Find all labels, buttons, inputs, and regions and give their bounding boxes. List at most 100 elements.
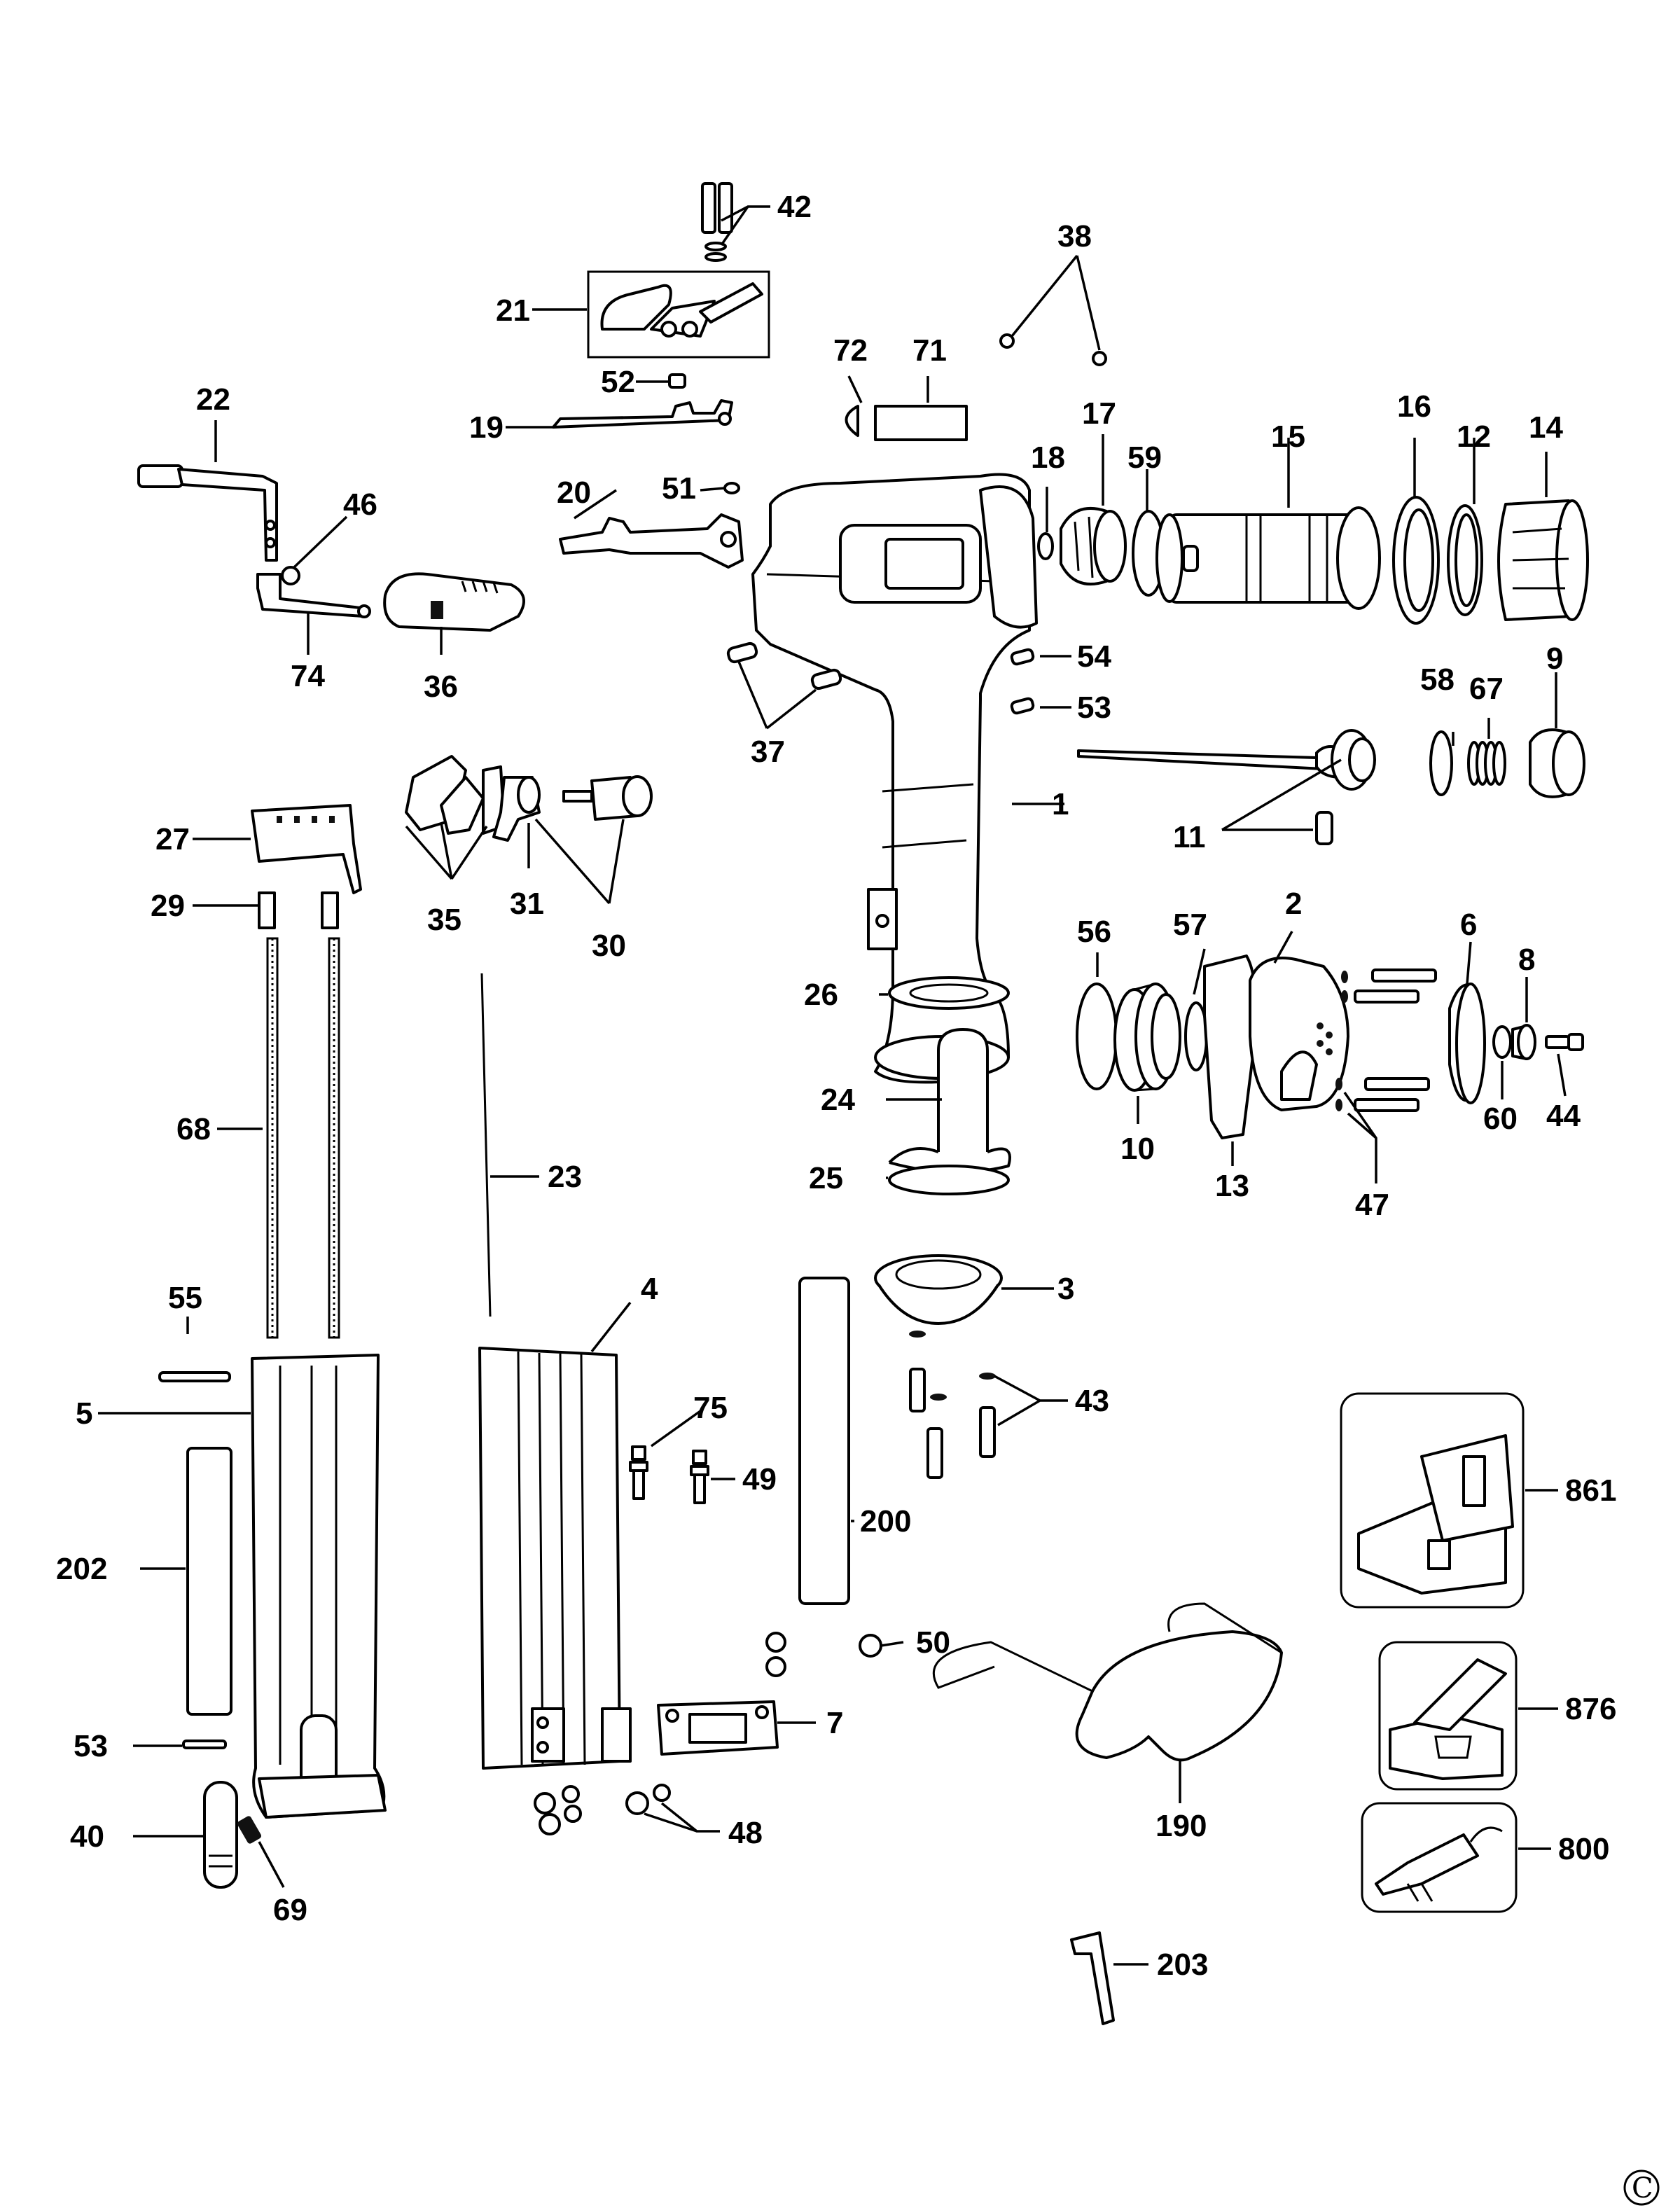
label-6: 6 [1460, 908, 1477, 942]
part-38-drawing-b [1092, 351, 1107, 366]
label-9: 9 [1546, 641, 1563, 676]
label-200: 200 [860, 1504, 911, 1539]
part-49-drawing [690, 1450, 709, 1504]
label-51: 51 [662, 471, 696, 506]
part-29-drawing-b [321, 891, 339, 929]
label-30: 30 [592, 929, 626, 963]
part-7-drawing [657, 1700, 779, 1756]
label-11: 11 [1173, 820, 1206, 854]
label-20: 20 [557, 475, 591, 510]
part-53b-drawing [182, 1740, 227, 1749]
part-75-drawing [629, 1445, 648, 1500]
label-44: 44 [1546, 1099, 1581, 1133]
part-5-drawing [251, 1354, 387, 1819]
part-202-drawing [186, 1447, 232, 1716]
part-68-drawing [266, 937, 340, 1339]
part-30-drawing [562, 775, 653, 821]
label-23: 23 [548, 1160, 582, 1194]
part-48-drawing [534, 1784, 671, 1835]
part-54-drawing [1010, 648, 1035, 666]
part-36-drawing [383, 572, 525, 632]
label-14: 14 [1529, 410, 1563, 445]
part-11-drawing [1077, 729, 1376, 845]
part-16-drawing [1392, 496, 1440, 625]
part-50-drawing [765, 1632, 882, 1677]
label-31: 31 [510, 887, 544, 921]
part-12-drawing [1447, 504, 1483, 616]
part-203-drawing [1070, 1931, 1115, 2025]
label-26: 26 [804, 978, 838, 1012]
part-24-drawing [888, 1028, 1011, 1174]
label-68: 68 [176, 1112, 211, 1146]
part-26-drawing [888, 976, 1010, 1010]
part-18-drawing [1037, 532, 1054, 560]
part-52-drawing [668, 373, 686, 389]
label-4: 4 [641, 1272, 658, 1306]
label-40: 40 [70, 1819, 104, 1854]
label-71: 71 [912, 333, 947, 368]
part-47-drawing [1335, 968, 1437, 1112]
label-3: 3 [1057, 1272, 1074, 1306]
part-74-drawing [256, 573, 371, 618]
label-15: 15 [1271, 419, 1305, 454]
label-876: 876 [1565, 1692, 1616, 1726]
label-49: 49 [742, 1462, 777, 1497]
part-8-drawing [1511, 1024, 1536, 1060]
label-56: 56 [1077, 915, 1111, 949]
label-202: 202 [56, 1552, 107, 1586]
part-876-drawing [1378, 1641, 1518, 1791]
part-25-drawing [888, 1165, 1010, 1195]
part-21-drawing [587, 270, 770, 359]
label-203: 203 [1157, 1947, 1208, 1982]
part-2-drawing [1249, 957, 1349, 1111]
label-35: 35 [427, 903, 461, 937]
part-13-drawing [1203, 954, 1258, 1139]
label-12: 12 [1457, 419, 1491, 454]
label-190: 190 [1155, 1809, 1207, 1843]
part-14-drawing [1497, 499, 1589, 621]
label-2: 2 [1285, 887, 1302, 921]
part-31-drawing [492, 776, 541, 842]
part-6-drawing [1448, 983, 1486, 1104]
copyright-circle [1623, 2169, 1660, 2206]
label-60: 60 [1483, 1102, 1518, 1136]
label-55-num: 55 [168, 1281, 202, 1315]
label-16: 16 [1397, 389, 1431, 424]
part-861-drawing [1340, 1392, 1525, 1609]
part-51-drawing [723, 482, 740, 494]
label-8: 8 [1518, 943, 1535, 977]
label-38: 38 [1057, 219, 1092, 254]
part-labels: 42 21 38 72 71 52 19 17 18 59 15 16 12 1… [56, 190, 1616, 1982]
part-35-drawing [405, 755, 506, 835]
part-23-drawing [480, 973, 492, 1317]
leader-lines [98, 205, 1567, 1966]
part-15-drawing [1155, 506, 1381, 610]
label-800: 800 [1558, 1832, 1609, 1866]
copyright-symbol: C [1632, 2172, 1653, 2204]
label-36: 36 [424, 669, 458, 704]
part-46-drawing [281, 566, 300, 585]
part-38-drawing-a [999, 333, 1015, 349]
part-200-drawing [798, 1277, 850, 1605]
part-55-drawing [158, 1371, 231, 1382]
part-71-drawing [874, 405, 968, 441]
label-7: 7 [826, 1706, 843, 1740]
label-57: 57 [1173, 908, 1207, 942]
part-58-drawing [1429, 730, 1453, 796]
part-27-drawing [251, 804, 362, 894]
label-42: 42 [777, 190, 812, 224]
part-56-drawing [1076, 983, 1118, 1090]
part-22-drawing [137, 464, 278, 562]
label-54: 54 [1077, 639, 1111, 674]
label-75: 75 [693, 1391, 728, 1425]
part-53a-drawing [1010, 697, 1035, 715]
part-19-drawing [552, 399, 733, 429]
part-72-drawing [845, 405, 859, 437]
label-21: 21 [496, 293, 530, 328]
label-53a: 53 [1077, 690, 1111, 725]
label-50: 50 [916, 1625, 950, 1660]
part-9-drawing [1529, 728, 1585, 798]
part-44-drawing [1545, 1033, 1584, 1051]
part-3-drawing [874, 1254, 1003, 1338]
